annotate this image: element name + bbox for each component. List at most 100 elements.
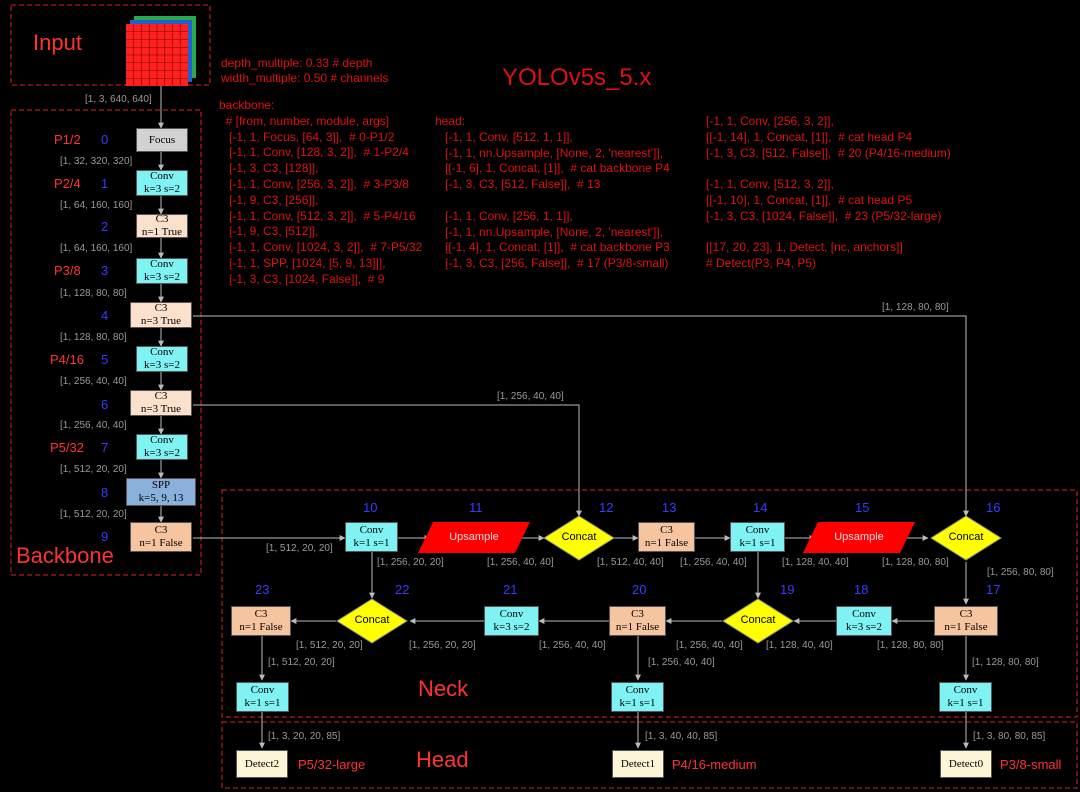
code-line: [-1, 3, C3, [512, False]], # 13 [435,177,601,192]
node-params: k=5, 9, 13 [138,492,184,504]
node-label: C3 [154,302,168,314]
tensor-shape-label: [1, 256, 20, 20] [409,640,476,651]
node-index-14: 14 [753,500,768,515]
tensor-shape-label: [1, 128, 80, 80] [882,302,949,313]
code-line: [-1, 9, C3, [256]], [219,192,319,207]
concat-label-19: Concat [740,614,776,626]
code-line: [[17, 20, 23], 1, Detect, [nc, anchors]] [706,240,903,255]
node-index-1: 1 [101,176,109,191]
code-line: [-1, 1, nn.Upsample, [None, 2, 'nearest'… [435,145,664,160]
code-line: [-1, 1, Conv, [1024, 3, 2]], # 7-P5/32 [219,240,423,255]
node-params: k=3 s=2 [144,183,180,195]
code-line: [-1, 3, C3, [128]], [219,161,319,176]
code-line: # [from, number, module, args] [219,113,390,128]
detect-scale-label: P5/32-large [298,757,366,772]
code-line: [-1, 9, C3, [512]], [219,224,319,239]
code-line: [[-1, 4], 1, Concat, [1]], # cat backbon… [435,240,670,255]
node-label: Detect0 [948,757,984,770]
backbone-section-title: Backbone [16,543,114,568]
node-index-22: 22 [395,582,410,597]
concat-label-12: Concat [561,531,597,543]
node-label: C3 [959,608,973,620]
code-line: head: [435,114,466,128]
code-line: [-1, 1, Conv, [512, 1, 1]], [435,129,573,144]
node-label: Conv [359,524,384,536]
node-label: Detect2 [244,757,280,770]
head-config-code-1: head: [-1, 1, Conv, [512, 1, 1]], [-1, 1… [435,114,670,272]
node-index-10: 10 [363,500,378,515]
node-label: Conv [150,170,174,182]
node-params: k=3 s=2 [144,447,180,459]
node-params: k=1 s=1 [947,697,984,709]
tensor-shape-label: [1, 128, 80, 80] [882,557,949,568]
node-label: Conv [150,434,174,446]
tensor-shape-label: [1, 3, 640, 640] [85,94,152,105]
node-label: C3 [631,608,644,620]
detect0-node: Detect0 [940,750,992,778]
detect-scale-label: P4/16-medium [672,757,757,772]
node-label: Detect1 [620,757,656,770]
upsample-label-15: Upsample [834,531,884,543]
node-index-3: 3 [101,263,109,278]
node-label: Conv [150,258,174,270]
node-params: n=1 False [944,621,988,633]
code-line: [-1, 1, SPP, [1024, [5, 9, 13]]], [219,255,386,270]
code-line: # Detect(P3, P4, P5) [706,256,817,271]
node-params: n=1 False [615,621,660,633]
node-params: k=3 s=2 [144,271,180,283]
upsample-node-15 [803,522,915,553]
concat-node-22 [336,598,408,644]
tensor-shape-label: [1, 128, 40, 40] [766,640,833,651]
tensor-shape-label: [1, 256, 40, 40] [60,420,127,431]
node-index-9: 9 [101,529,109,544]
node-label: C3 [660,524,673,536]
tensor-shape-label: [1, 128, 80, 80] [972,657,1039,668]
upsample-label-11: Upsample [449,531,499,543]
tensor-shape-label: [1, 3, 20, 20, 85] [268,731,341,742]
diagram-title: YOLOv5s_5.x [502,64,652,91]
backbone-config-code: backbone: # [from, number, module, args]… [219,98,422,288]
depth-multiple-text: depth_multiple: 0.33 # depth [221,56,373,70]
code-line: [-1, 3, C3, [1024, False]], # 9 [219,271,385,286]
concat-label-16: Concat [948,531,984,543]
code-line: [-1, 3, C3, [1024, False]], # 23 (P5/32-… [706,208,942,223]
code-line [706,225,951,241]
node-label: C3 [154,390,168,402]
node-params: n=3 True [140,403,182,415]
tensor-shape-label: [1, 128, 40, 40] [782,557,849,568]
code-line: [-1, 1, Focus, [64, 3]], # 0-P1/2 [219,129,395,144]
tensor-shape-label: [1, 256, 40, 40] [680,557,747,568]
code-line: [-1, 1, Conv, [256, 3, 2]], [706,114,834,128]
code-line: [-1, 3, C3, [256, False]], # 17 (P3/8-sm… [435,256,669,271]
p-level-label: P3/8 [54,263,81,278]
node-index-20: 20 [632,582,647,597]
node-index-8: 8 [101,485,109,500]
concat-node-19 [722,598,794,644]
tensor-shape-label: [1, 64, 160, 160] [60,243,133,254]
node-index-15: 15 [855,500,870,515]
node-index-0: 0 [101,132,109,147]
detect-scale-label: P3/8-small [1000,757,1062,772]
code-line: [-1, 1, Conv, [512, 3, 2]], [706,177,834,192]
tensor-shape-label: [1, 3, 80, 80, 85] [973,731,1046,742]
tensor-shape-label: [1, 256, 20, 20] [377,557,444,568]
tensor-shape-label: [1, 256, 40, 40] [60,376,127,387]
tensor-shape-label: [1, 256, 40, 40] [648,657,715,668]
node-label: C3 [155,213,169,225]
node-index-23: 23 [255,582,270,597]
node-index-11: 11 [469,500,483,515]
